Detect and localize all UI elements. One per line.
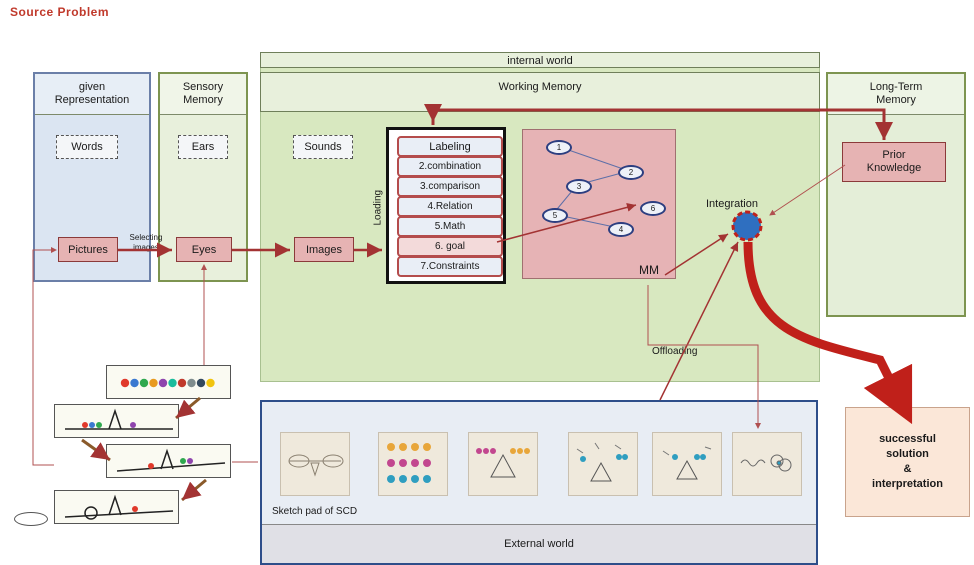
processing-stack: Labeling 2.combination 3.comparison 4.Re… [386,127,506,284]
page-title: Source Problem [10,5,110,19]
sketch-4 [568,432,638,496]
mm-node-2: 2 [618,165,644,180]
stack-item-labeling: Labeling [397,136,503,157]
bead [139,378,149,388]
selecting-images-label: Selecting images [129,233,163,252]
mm-node-1: 1 [546,140,572,155]
bead [177,378,187,388]
offloading-label: Offloading [652,346,698,357]
bead [206,378,215,388]
sketch-6 [732,432,802,496]
stack-item-comparison: 3.comparison [397,176,503,197]
pictures-box: Pictures [58,237,118,262]
bead [149,378,158,388]
loading-label: Loading [372,189,384,226]
sketch-pad-label: Sketch pad of SCD [272,506,358,517]
bead-panel-1 [106,365,231,399]
mm-node-4: 4 [608,222,634,237]
sensory-memory-header: Sensory Memory [160,74,246,115]
sounds-box: Sounds [293,135,353,159]
sketch-5 [652,432,722,496]
bead [196,378,206,388]
long-term-memory-column: Long-Term Memory [826,72,966,317]
mm-node-3: 3 [566,179,592,194]
eyes-box: Eyes [176,237,232,262]
bead [168,378,177,388]
working-memory-header: Working Memory [260,72,820,112]
stack-item-relation: 4.Relation [397,196,503,217]
stack-item-constraints: 7.Constraints [397,256,503,277]
stack-item-combination: 2.combination [397,156,503,177]
external-world-footer: External world [262,524,816,563]
balance-panel-1 [54,404,179,438]
given-representation-header: given Representation [35,74,149,115]
mm-node-6: 6 [640,201,666,216]
internal-world-label: internal world [260,52,820,68]
ears-box: Ears [178,135,228,159]
bead-row [120,378,215,388]
bead [130,378,139,388]
stack-item-math: 5.Math [397,216,503,237]
long-term-memory-header: Long-Term Memory [828,74,964,115]
mental-model-panel: 1 2 3 5 6 4 MM [522,129,676,279]
prior-knowledge-box: Prior Knowledge [842,142,946,182]
sketch-3 [468,432,538,496]
external-world-region: Sketch pad of SCD External world [260,400,818,565]
mm-node-5: 5 [542,208,568,223]
images-box: Images [294,237,354,262]
result-box: successful solution & interpretation [845,407,970,517]
mm-label: MM [639,263,659,277]
bead [187,378,196,388]
stack-item-goal: 6. goal [397,236,503,257]
sketch-2 [378,432,448,496]
bead [120,378,130,388]
integration-label: Integration [706,198,758,210]
speech-bubble [14,512,48,526]
balance-panel-2 [106,444,231,478]
sketch-1 [280,432,350,496]
sensory-memory-column: Sensory Memory [158,72,248,282]
balance-panel-3 [54,490,179,524]
bead [158,378,168,388]
words-box: Words [56,135,118,159]
